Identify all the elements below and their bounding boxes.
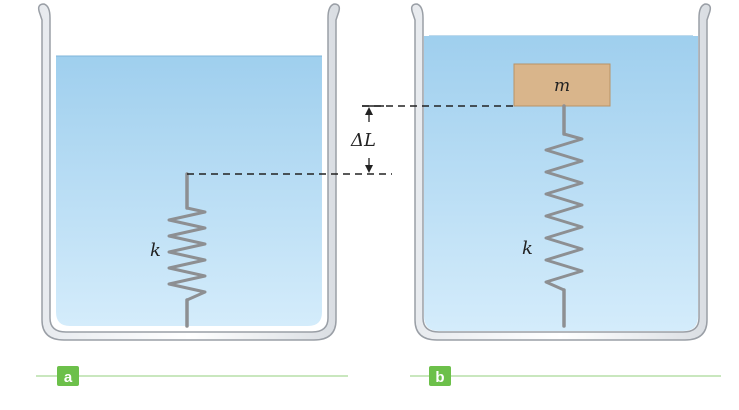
panel-label-b-text: b xyxy=(435,369,444,386)
panel-a: k xyxy=(37,3,392,341)
panel-label-b-badge xyxy=(429,366,451,386)
mass-block xyxy=(513,63,611,107)
water-b-inner xyxy=(424,36,698,331)
beaker-b xyxy=(410,3,712,341)
panel-label-a-badge xyxy=(57,366,79,386)
panel-b: m k xyxy=(362,3,712,341)
panel-label-a-text: a xyxy=(64,369,73,386)
panel-label-b: b xyxy=(410,366,721,386)
delta-l-annotation: ΔL xyxy=(350,105,384,173)
delta-l-label: ΔL xyxy=(350,130,376,151)
delta-l-arrowhead-down xyxy=(365,165,373,173)
beaker-a xyxy=(37,3,341,341)
spring-coil-b xyxy=(544,132,584,292)
spring-coil-a xyxy=(167,206,207,302)
spring-constant-label-a: k xyxy=(150,240,161,261)
delta-l-arrowhead-up xyxy=(365,107,373,115)
spring-constant-label-b: k xyxy=(522,238,533,259)
mass-label: m xyxy=(554,76,570,96)
water-a xyxy=(56,56,322,326)
panel-label-a: a xyxy=(36,366,348,386)
